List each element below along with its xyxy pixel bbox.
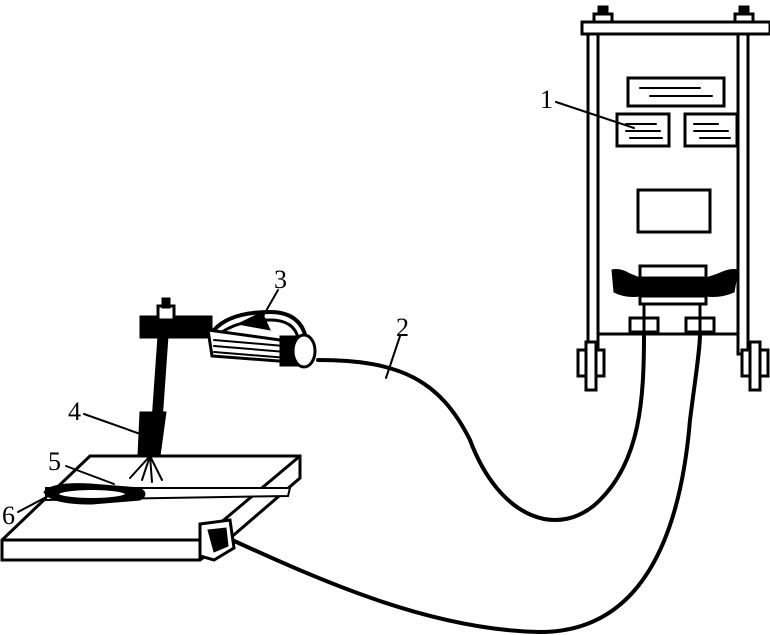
leader-3 bbox=[261, 289, 279, 319]
callout-5: 5 bbox=[48, 447, 61, 476]
callout-6: 6 bbox=[2, 501, 15, 530]
terminal-left bbox=[628, 302, 660, 336]
top-rail bbox=[580, 20, 770, 36]
foot-right bbox=[740, 340, 770, 392]
foot-left bbox=[576, 340, 606, 392]
output-terminal-block bbox=[611, 264, 739, 306]
arc-sparks bbox=[129, 455, 163, 483]
callout-3: 3 bbox=[274, 265, 287, 294]
callout-1: 1 bbox=[540, 85, 553, 114]
weld-pool bbox=[43, 483, 146, 505]
callout-2: 2 bbox=[396, 313, 409, 342]
torch-cable bbox=[316, 332, 646, 522]
leader-6 bbox=[17, 493, 53, 513]
leader-2 bbox=[385, 335, 401, 379]
meter-left bbox=[615, 112, 671, 148]
work-cable bbox=[230, 332, 702, 634]
callout-4: 4 bbox=[68, 397, 81, 426]
leader-4 bbox=[83, 413, 147, 437]
welding-torch bbox=[137, 297, 317, 457]
meter-right bbox=[683, 112, 739, 148]
top-display-panel bbox=[626, 76, 726, 108]
welding-power-source bbox=[576, 5, 770, 392]
leader-1 bbox=[555, 101, 635, 129]
leader-5 bbox=[65, 465, 115, 485]
control-panel bbox=[636, 188, 712, 234]
